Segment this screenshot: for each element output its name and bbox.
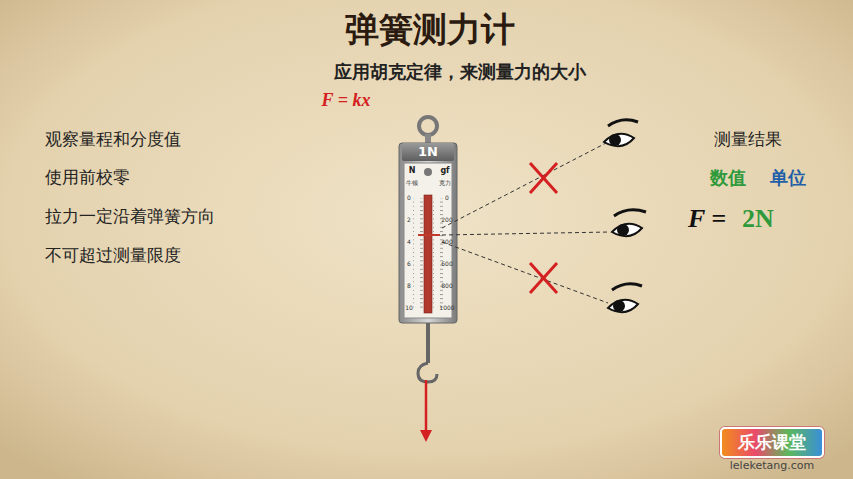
scale-number: 2 — [407, 217, 411, 224]
eye-high — [604, 120, 638, 146]
scale-plate: 1N — [402, 143, 454, 161]
scale-number: 8 — [407, 283, 411, 290]
logo-text: 乐乐课堂 — [720, 427, 824, 458]
pointer — [418, 234, 440, 236]
unit-mark: N — [409, 166, 416, 175]
scale-number: 0 — [445, 195, 449, 202]
tip-item: 不可超过测量限度 — [45, 246, 181, 266]
hook — [418, 363, 437, 382]
scale-number: 4 — [407, 239, 411, 246]
tip-item: 使用前校零 — [45, 168, 130, 188]
logo-badge: 乐乐课堂leleketang.com — [720, 427, 824, 472]
tip-item: 观察量程和分度值 — [45, 130, 181, 150]
value-word: 数值 — [710, 168, 746, 189]
title: 弹簧测力计 — [345, 10, 515, 49]
subtitle: 应用胡克定律，来测量力的大小 — [334, 62, 586, 83]
scale-body — [399, 143, 457, 323]
scale-number: 200 — [441, 217, 452, 224]
scale-face — [404, 163, 452, 318]
scale-number: 1000 — [439, 305, 454, 312]
result-value: 2N — [742, 204, 774, 234]
scale-number: 600 — [441, 261, 452, 268]
logo-url: leleketang.com — [720, 459, 824, 472]
top-ring — [419, 117, 437, 135]
unit-name: 克力 — [439, 180, 451, 187]
result-heading: 测量结果 — [714, 130, 782, 150]
unit-word: 单位 — [770, 168, 806, 189]
scale-number: 400 — [441, 239, 452, 246]
unit-name: 牛顿 — [406, 180, 418, 187]
scale-number: 6 — [407, 261, 411, 268]
scale-number: 0 — [407, 195, 411, 202]
hook-rod — [426, 323, 430, 363]
result-symbol: F = — [688, 204, 726, 234]
tip-item: 拉力一定沿着弹簧方向 — [45, 207, 215, 227]
scale-number: 800 — [441, 283, 452, 290]
slot — [424, 195, 432, 313]
unit-mark: gf — [440, 166, 449, 175]
wrong-mark — [530, 163, 557, 293]
formula: F = kx — [322, 90, 371, 111]
scale-number: 10 — [405, 305, 413, 312]
plate-text: 1N — [402, 143, 454, 161]
sight-line-low — [442, 242, 608, 303]
right-ticks — [433, 198, 443, 310]
sight-line-level — [442, 232, 610, 235]
eye-level — [612, 210, 646, 236]
eye-low — [608, 284, 642, 312]
zero-screw — [424, 168, 432, 176]
force-arrow — [425, 380, 428, 432]
force-arrow-head — [420, 430, 432, 442]
sight-line-high — [442, 142, 608, 228]
left-ticks — [413, 198, 423, 310]
